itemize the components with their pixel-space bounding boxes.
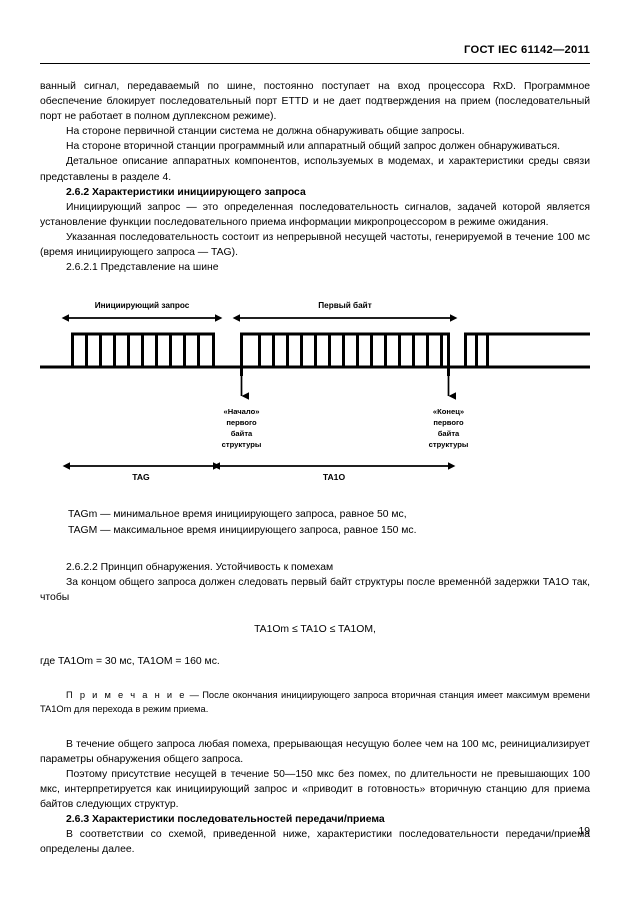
- callout-end-line4: структуры: [429, 440, 469, 449]
- document-body-lower: 2.6.2.2 Принцип обнаружения. Устойчивост…: [40, 560, 590, 857]
- measure-label-tag: TAG: [132, 472, 150, 482]
- measure-label-ta1o: TA1O: [323, 472, 346, 482]
- heading-2-6-2-1: 2.6.2.1 Представление на шине: [66, 262, 219, 274]
- callout-end-line3: байта: [438, 429, 460, 438]
- definition-list: TAGm — минимальное время инициирующего з…: [68, 507, 568, 538]
- paragraph-init-request-def: Инициирующий запрос — это определенная п…: [40, 201, 590, 228]
- paragraph-primary-station: На стороне первичной станции система не …: [66, 126, 465, 138]
- callout-start-line4: структуры: [222, 440, 262, 449]
- paragraph-carrier-interpretation: Поэтому присутствие несущей в течение 50…: [40, 768, 590, 811]
- definition-tagm: TAGm — минимальное время инициирующего з…: [68, 509, 407, 520]
- header-rule: [40, 63, 590, 65]
- paragraph-hardware-description: Детальное описание аппаратных компоненто…: [40, 156, 590, 183]
- formula-ta1o: TA1Om ≤ TA1O ≤ TA1OM,: [254, 624, 376, 636]
- callout-start-line1: «Начало»: [224, 407, 260, 416]
- paragraph-sequence-carrier: Указанная последовательность состоит из …: [40, 231, 590, 259]
- page-number: 19: [578, 826, 590, 837]
- paragraph-secondary-station: На стороне вторичной станции программный…: [66, 141, 560, 153]
- heading-2-6-2-2: 2.6.2.2 Принцип обнаружения. Устойчивост…: [66, 562, 334, 573]
- note-lead-label: П р и м е ч а н и е: [66, 690, 187, 701]
- document-body-upper: ванный сигнал, передаваемый по шине, пос…: [40, 79, 590, 275]
- paragraph-intro: ванный сигнал, передаваемый по шине, пос…: [40, 81, 590, 123]
- callout-start-label: «Начало» первого байта структуры: [222, 407, 262, 449]
- timing-diagram-svg: Инициирующий запрос Первый байт: [40, 300, 590, 482]
- callout-end-line1: «Конец»: [433, 407, 464, 416]
- note-body-text: — После окончания инициирующего запроса …: [40, 690, 590, 715]
- burst1-pulses: [71, 334, 215, 367]
- paragraph-formula-values: где TA1Om = 30 мс, TA1OM = 160 мс.: [40, 656, 220, 668]
- page-header: ГОСТ IEC 61142—2011: [463, 44, 590, 56]
- note-block: П р и м е ч а н и е — После окончания ин…: [40, 689, 590, 716]
- timing-diagram-figure: Инициирующий запрос Первый байт: [40, 296, 590, 496]
- heading-2-6-3: 2.6.3 Характеристики последовательностей…: [66, 814, 385, 826]
- definition-tagM: TAGM — максимальное время инициирующего …: [68, 524, 417, 536]
- callout-start-line3: байта: [231, 429, 253, 438]
- figure-label-first-byte: Первый байт: [318, 300, 371, 310]
- paragraph-noise-reinit: В течение общего запроса любая помеха, п…: [40, 738, 590, 765]
- burst3-pulses: [464, 334, 489, 367]
- paragraph-detection-principle: За концом общего запроса должен следоват…: [40, 577, 590, 604]
- callout-start-line2: первого: [226, 418, 257, 427]
- callout-end-line2: первого: [433, 418, 464, 427]
- figure-label-init-request: Инициирующий запрос: [95, 301, 190, 310]
- heading-2-6-2: 2.6.2 Характеристики инициирующего запро…: [66, 186, 306, 198]
- paragraph-scheme-reference: В соответствии со схемой, приведенной ни…: [40, 829, 590, 856]
- callout-end-label: «Конец» первого байта структуры: [429, 407, 469, 449]
- burst2-pulses: [240, 334, 450, 367]
